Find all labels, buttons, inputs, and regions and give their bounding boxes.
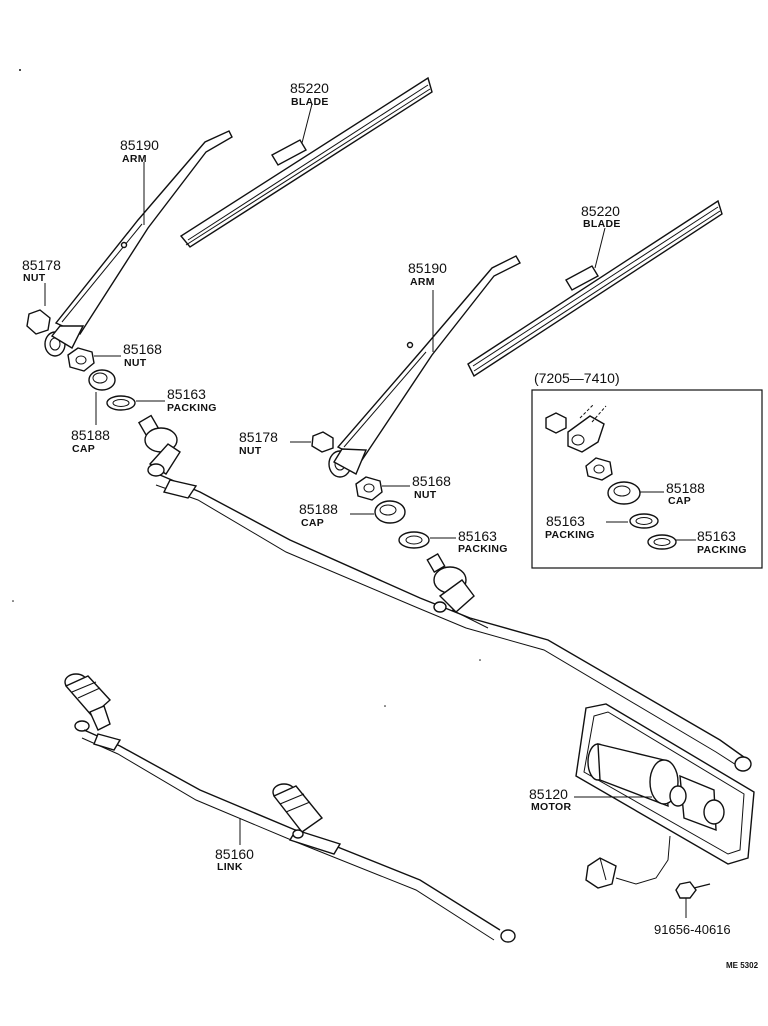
label-nut-left-top-name: NUT bbox=[23, 272, 46, 284]
label-cap-right-name: CAP bbox=[301, 517, 324, 529]
nut-left-top bbox=[26, 283, 51, 335]
label-inset-packing-left-name: PACKING bbox=[545, 529, 595, 541]
nut-left-mid bbox=[67, 347, 121, 372]
inset-box bbox=[531, 389, 763, 569]
label-packing-right-name: PACKING bbox=[458, 543, 508, 555]
reference-code: ME 5302 bbox=[726, 961, 759, 970]
label-blade-right: 85220 BLADE bbox=[581, 203, 621, 230]
label-blade-left-name: BLADE bbox=[291, 96, 329, 108]
label-motor: 85120 MOTOR bbox=[529, 786, 572, 813]
label-blade-left-number: 85220 bbox=[290, 80, 329, 96]
cap-right bbox=[350, 500, 406, 524]
label-link: 85160 LINK bbox=[215, 846, 254, 873]
label-blade-left: 85220 BLADE bbox=[290, 80, 329, 108]
label-cap-left-number: 85188 bbox=[71, 427, 110, 443]
label-packing-right-number: 85163 bbox=[458, 528, 497, 544]
label-arm-left-name: ARM bbox=[122, 153, 147, 165]
label-packing-left-name: PACKING bbox=[167, 402, 217, 414]
label-blade-right-name: BLADE bbox=[583, 218, 621, 230]
label-nut-left-mid: 85168 NUT bbox=[123, 341, 162, 369]
inset-title: (7205—7410) bbox=[534, 370, 620, 386]
label-motor-number: 85120 bbox=[529, 786, 568, 802]
link-rod-upper bbox=[155, 474, 752, 772]
pivot-left bbox=[137, 414, 181, 477]
label-cap-right: 85188 CAP bbox=[299, 501, 338, 529]
label-nut-left-top-number: 85178 bbox=[22, 257, 61, 273]
packing-left bbox=[106, 395, 165, 411]
label-blade-right-number: 85220 bbox=[581, 203, 620, 219]
label-packing-left-number: 85163 bbox=[167, 386, 206, 402]
label-inset-cap: 85188 CAP bbox=[666, 480, 705, 507]
label-nut-left-mid-number: 85168 bbox=[123, 341, 162, 357]
label-arm-right-number: 85190 bbox=[408, 260, 447, 276]
arm-left bbox=[44, 130, 233, 357]
label-nut-right-mid-number: 85168 bbox=[412, 473, 451, 489]
label-nut-right-top: 85178 NUT bbox=[239, 429, 278, 457]
label-nut-right-top-name: NUT bbox=[239, 445, 262, 457]
label-arm-right: 85190 ARM bbox=[408, 260, 447, 288]
label-inset-packing-right-number: 85163 bbox=[697, 528, 736, 544]
label-cap-right-number: 85188 bbox=[299, 501, 338, 517]
label-arm-left: 85190 ARM bbox=[120, 137, 159, 165]
arm-right bbox=[328, 255, 521, 478]
nut-right-mid bbox=[355, 476, 410, 501]
label-inset-packing-right: 85163 PACKING bbox=[697, 528, 747, 556]
label-nut-left-mid-name: NUT bbox=[124, 357, 147, 369]
label-cap-left: 85188 CAP bbox=[71, 427, 110, 455]
label-inset-cap-number: 85188 bbox=[666, 480, 705, 496]
link-lower bbox=[64, 673, 516, 943]
cap-left bbox=[88, 369, 116, 425]
label-packing-left: 85163 PACKING bbox=[167, 386, 217, 414]
label-inset-packing-left: 85163 PACKING bbox=[545, 513, 595, 541]
label-packing-right: 85163 PACKING bbox=[458, 528, 508, 555]
pivot-right bbox=[426, 552, 489, 629]
label-motor-name: MOTOR bbox=[531, 801, 572, 813]
label-arm-left-number: 85190 bbox=[120, 137, 159, 153]
nut-right-top bbox=[290, 431, 334, 453]
motor bbox=[574, 703, 755, 918]
label-inset-cap-name: CAP bbox=[668, 495, 691, 507]
label-cap-left-name: CAP bbox=[72, 443, 95, 455]
packing-right bbox=[398, 531, 456, 549]
label-inset-packing-left-number: 85163 bbox=[546, 513, 585, 529]
label-link-number: 85160 bbox=[215, 846, 254, 862]
blade-right bbox=[467, 199, 723, 378]
label-nut-left-top: 85178 NUT bbox=[22, 257, 61, 284]
label-nut-right-top-number: 85178 bbox=[239, 429, 278, 445]
blade-left bbox=[179, 76, 433, 248]
label-link-name: LINK bbox=[217, 861, 243, 873]
label-nut-right-mid-name: NUT bbox=[414, 489, 437, 501]
label-arm-right-name: ARM bbox=[410, 276, 435, 288]
label-bolt-number: 91656-40616 bbox=[654, 922, 731, 937]
label-inset-packing-right-name: PACKING bbox=[697, 544, 747, 556]
label-nut-right-mid: 85168 NUT bbox=[412, 473, 451, 501]
